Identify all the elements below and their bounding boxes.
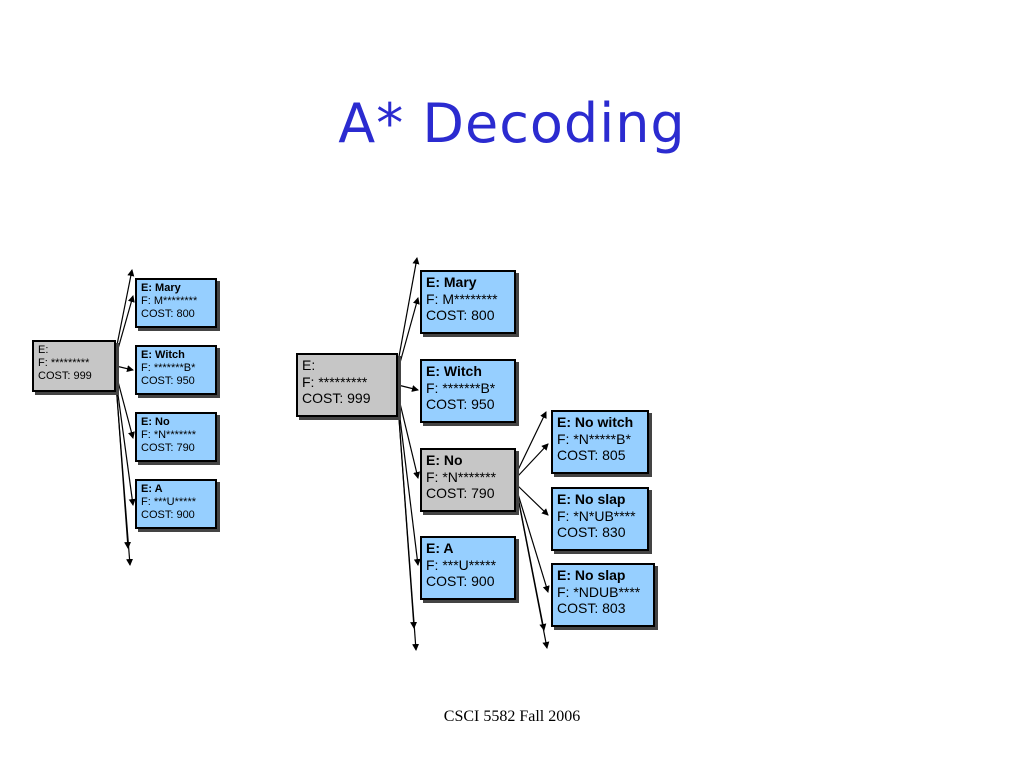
right-node-witch: E: Witch F: *******B* COST: 950 xyxy=(420,359,516,423)
node-cost: COST: 900 xyxy=(426,573,495,590)
node-cost: COST: 999 xyxy=(38,369,92,382)
edge-no-to-no-slap-1 xyxy=(517,485,549,516)
node-f: F: ********* xyxy=(302,373,368,390)
node-e: E: xyxy=(38,344,49,356)
edge-left-root-to-no xyxy=(115,373,135,439)
node-e: E: Witch xyxy=(426,363,482,379)
right-node-no-witch: E: No witch F: *N*****B* COST: 805 xyxy=(551,410,649,474)
left-root-node: E: F: ********* COST: 999 xyxy=(32,340,116,392)
node-e: E: No slap xyxy=(557,491,626,507)
left-node-mary: E: Mary F: M******** COST: 800 xyxy=(135,278,217,328)
node-cost: COST: 800 xyxy=(426,307,495,324)
right-node-no-slap-1: E: No slap F: *N*UB**** COST: 830 xyxy=(551,487,649,551)
right-node-no: E: No F: *N******* COST: 790 xyxy=(420,448,516,512)
node-e: E: No witch xyxy=(557,414,634,430)
node-f: F: *******B* xyxy=(426,379,496,396)
node-f: F: *******B* xyxy=(141,361,196,374)
right-node-mary: E: Mary F: M******** COST: 800 xyxy=(420,270,516,334)
node-e: E: No xyxy=(141,416,170,428)
node-cost: COST: 790 xyxy=(141,441,195,454)
node-e: E: No slap xyxy=(557,567,626,583)
node-f: F: *NDUB**** xyxy=(557,583,641,600)
node-e: E: A xyxy=(426,540,454,556)
node-f: F: *N******* xyxy=(426,468,497,485)
node-e: E: No xyxy=(426,452,463,468)
node-cost: COST: 790 xyxy=(426,485,495,502)
node-f: F: M******** xyxy=(426,290,498,307)
edge-left-root-to-mary xyxy=(115,269,135,351)
edge-left-root-to-witch xyxy=(115,365,134,373)
node-f: F: *N*UB**** xyxy=(557,507,636,524)
node-f: F: M******** xyxy=(141,294,198,307)
node-e: E: Mary xyxy=(141,282,181,294)
edge-right-root-to-no xyxy=(397,394,420,479)
right-node-a: E: A F: ***U***** COST: 900 xyxy=(420,536,516,600)
right-root-node: E: F: ********* COST: 999 xyxy=(296,353,398,417)
node-cost: COST: 999 xyxy=(302,390,371,407)
node-e: E: A xyxy=(141,483,163,495)
edge-no-to-no-witch xyxy=(517,411,547,471)
node-f: F: ********* xyxy=(38,356,90,369)
node-cost: COST: 900 xyxy=(141,508,195,521)
node-f: F: *N******* xyxy=(141,428,197,441)
left-node-no: E: No F: *N******* COST: 790 xyxy=(135,412,217,462)
node-cost: COST: 800 xyxy=(141,307,195,320)
node-cost: COST: 950 xyxy=(426,396,495,413)
edge-right-root-to-a xyxy=(397,401,421,566)
edge-right-root-to-mary xyxy=(397,257,420,363)
node-cost: COST: 803 xyxy=(557,600,626,617)
node-e: E: Witch xyxy=(141,349,185,361)
left-node-a: E: A F: ***U***** COST: 900 xyxy=(135,479,217,529)
left-node-witch: E: Witch F: *******B* COST: 950 xyxy=(135,345,217,395)
node-e: E: Mary xyxy=(426,274,477,290)
node-f: F: ***U***** xyxy=(426,556,497,573)
node-e: E: xyxy=(302,357,316,373)
edge-left-root-to-a xyxy=(115,379,136,506)
node-f: F: *N*****B* xyxy=(557,430,631,447)
edge-no-to-no-slap-2 xyxy=(517,493,550,593)
node-f: F: ***U***** xyxy=(141,495,197,508)
node-cost: COST: 805 xyxy=(557,447,626,464)
node-cost: COST: 950 xyxy=(141,374,195,387)
right-node-no-slap-2: E: No slap F: *NDUB**** COST: 803 xyxy=(551,563,655,627)
slide-title: A* Decoding xyxy=(338,92,686,155)
edge-right-root-to-witch xyxy=(397,384,419,392)
slide-footer: CSCI 5582 Fall 2006 xyxy=(443,708,581,725)
node-cost: COST: 830 xyxy=(557,524,626,541)
